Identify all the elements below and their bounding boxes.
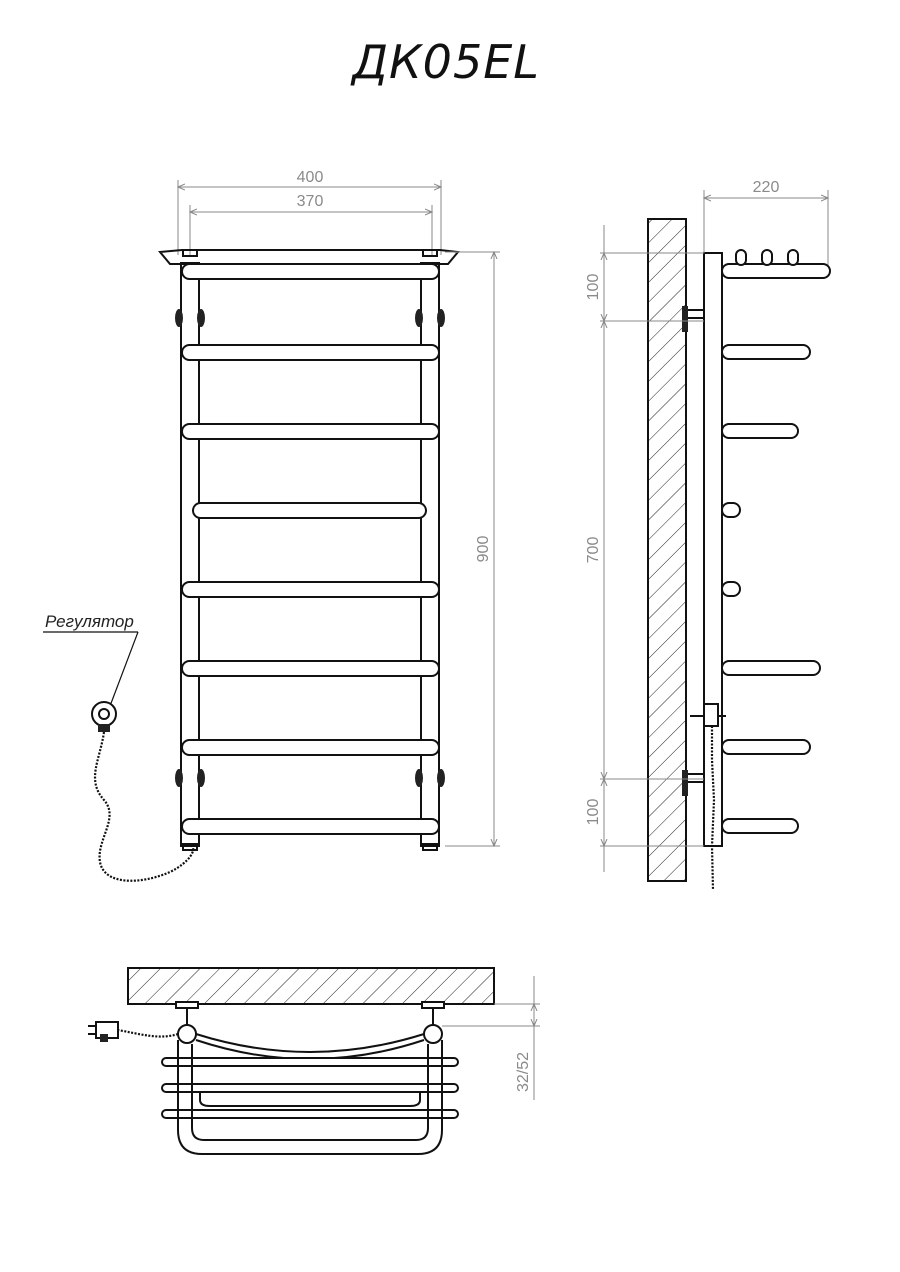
top-shelf xyxy=(158,249,460,265)
wall-section xyxy=(647,218,687,882)
model-title: ДК05EL xyxy=(350,35,540,89)
front-view: 400 370 xyxy=(43,169,500,882)
dim-depth: 220 xyxy=(753,179,780,196)
dim-width-outer: 400 xyxy=(297,169,324,186)
dim-width-inner: 370 xyxy=(297,193,324,210)
side-tube xyxy=(703,252,723,847)
dim-height: 900 xyxy=(475,536,492,563)
crossbars xyxy=(181,263,440,835)
front-mounts xyxy=(175,309,445,787)
wall-top-section xyxy=(127,967,495,1005)
top-view: 32/52 xyxy=(88,967,540,1155)
regulator-label: Регулятор xyxy=(45,612,134,631)
side-view: 220 100 700 100 xyxy=(585,179,831,891)
dim-wall-offset: 32/52 xyxy=(515,1052,532,1092)
power-cord xyxy=(94,731,195,882)
dim-mount-spacing: 700 xyxy=(585,537,602,564)
dim-top-spacing: 100 xyxy=(585,274,602,301)
dim-bottom-spacing: 100 xyxy=(585,799,602,826)
regulator-icon xyxy=(91,701,117,732)
